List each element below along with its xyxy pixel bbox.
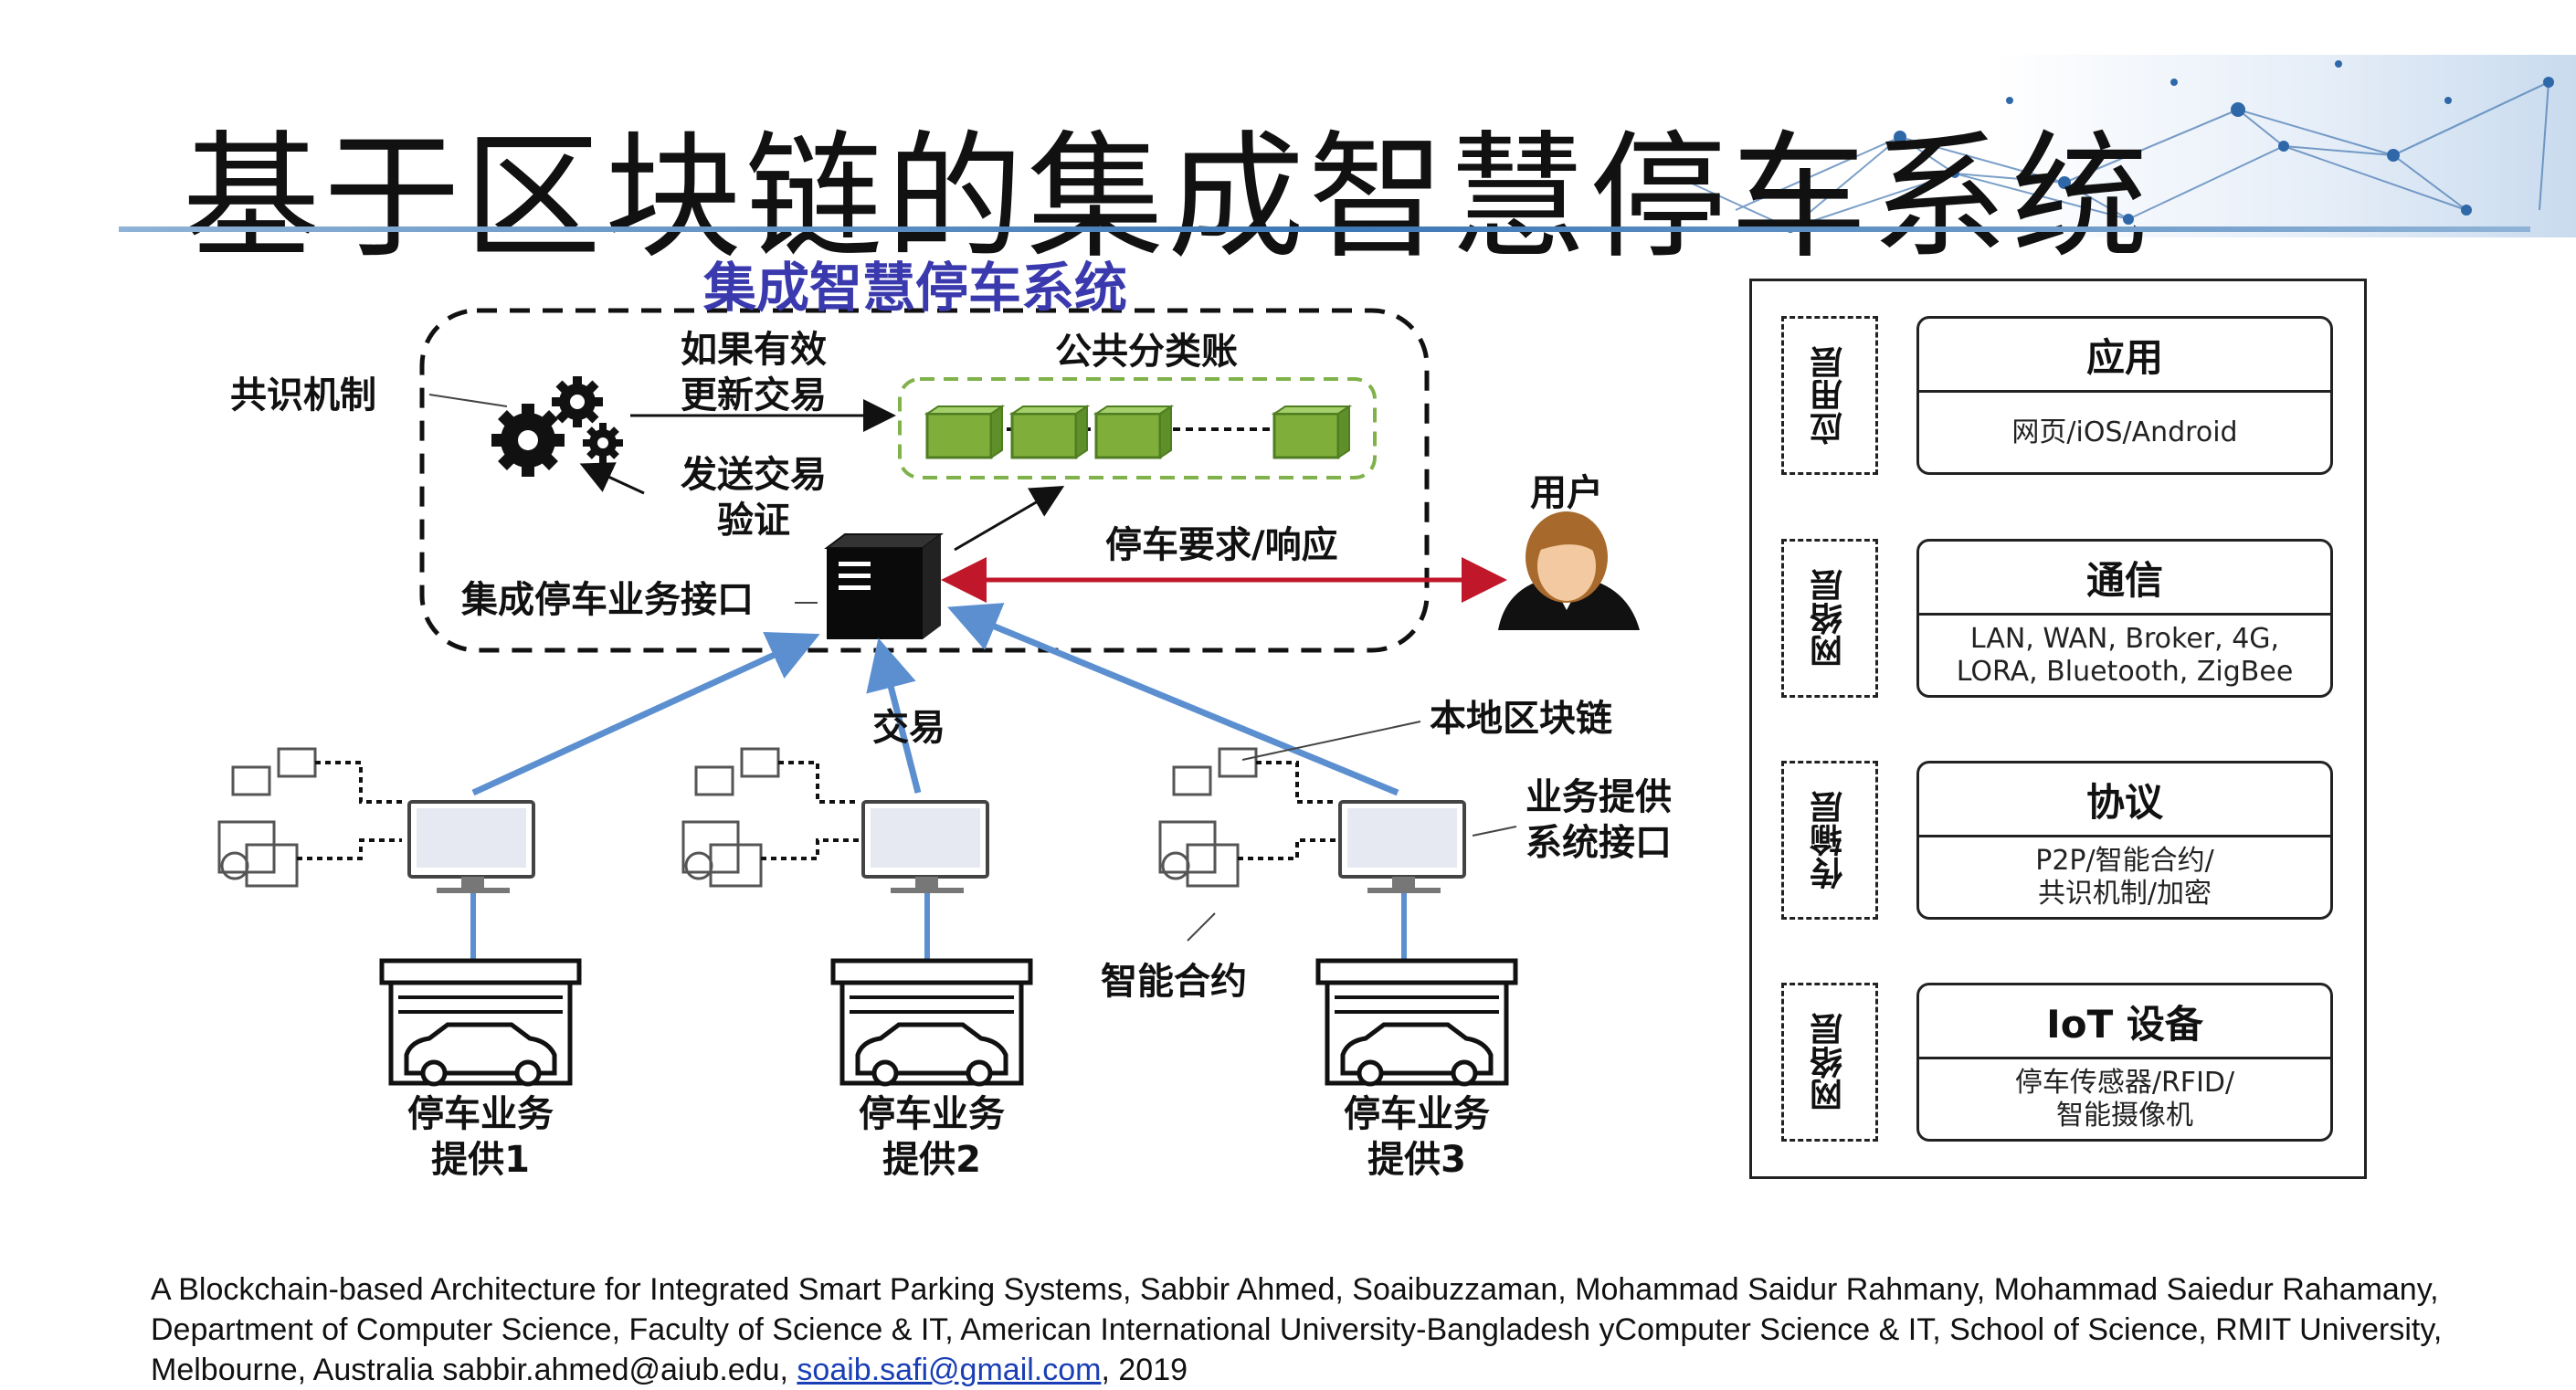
layer-application-detail: 网页/iOS/Android <box>2011 416 2238 448</box>
gears-icon <box>491 376 623 477</box>
public-ledger-label: 公共分类账 <box>1055 331 1238 373</box>
citation-email-link[interactable]: soaib.safi@gmail.com <box>797 1353 1102 1387</box>
ledger-box <box>898 377 1377 479</box>
provider-3-name: 停车业务 <box>1344 1093 1490 1135</box>
layer-protocol-detail-1: P2P/智能合约/ <box>2035 844 2214 877</box>
provider-1-id: 提供1 <box>431 1139 530 1181</box>
system-iface-label: 系统接口 <box>1526 822 1672 864</box>
parking-request-label: 停车要求/响应 <box>1105 524 1338 566</box>
layer-protocol: 协议 P2P/智能合约/ 共识机制/加密 <box>1916 761 2333 920</box>
ledger-block <box>1271 405 1353 459</box>
network-banner-graphic <box>1279 55 2576 237</box>
layer-tag-2: 网络层 <box>1781 539 1878 698</box>
consensus-label: 共识机制 <box>230 374 376 416</box>
server-icon <box>824 533 944 639</box>
interface-label: 集成停车业务接口 <box>461 579 754 621</box>
layer-protocol-title: 协议 <box>1919 763 2330 837</box>
smart-contract-label: 智能合约 <box>1101 961 1247 1003</box>
layer-communication: 通信 LAN, WAN, Broker, 4G, LORA, Bluetooth… <box>1916 539 2333 698</box>
if-valid-label: 如果有效 <box>681 329 827 371</box>
ledger-block <box>924 405 1006 459</box>
layer-communication-detail-2: LORA, Bluetooth, ZigBee <box>1956 655 2294 688</box>
layer-tag-3: 传输层 <box>1781 761 1878 920</box>
provider-3 <box>1158 747 1518 1087</box>
provider-3-id: 提供3 <box>1367 1139 1466 1181</box>
layer-communication-detail-1: LAN, WAN, Broker, 4G, <box>1969 622 2280 655</box>
layer-communication-title: 通信 <box>1919 542 2330 616</box>
provider-iface-label: 业务提供 <box>1526 776 1672 818</box>
title-divider <box>119 226 2530 232</box>
layer-application-title: 应用 <box>1919 319 2330 393</box>
provider-2-id: 提供2 <box>882 1139 981 1181</box>
layer-iot-title: IoT 设备 <box>1919 985 2330 1059</box>
citation-text: A Blockchain-based Architecture for Inte… <box>151 1272 2443 1387</box>
provider-2 <box>681 747 1033 1087</box>
page-title: 基于区块链的集成智慧停车系统 <box>183 119 2153 278</box>
local-chain-label: 本地区块链 <box>1430 698 1612 740</box>
system-title: 集成智慧停车系统 <box>703 257 1128 319</box>
layer-protocol-detail-2: 共识机制/加密 <box>2037 877 2212 910</box>
layer-iot-detail-1: 停车传感器/RFID/ <box>2014 1066 2235 1099</box>
layer-application: 应用 网页/iOS/Android <box>1916 316 2333 475</box>
update-tx-label: 更新交易 <box>681 374 827 416</box>
provider-2-name: 停车业务 <box>859 1093 1005 1135</box>
system-boundary <box>419 308 1430 653</box>
send-tx-label: 发送交易 <box>681 454 827 496</box>
provider-1 <box>217 747 582 1087</box>
ledger-block <box>1093 405 1175 459</box>
layer-iot: IoT 设备 停车传感器/RFID/ 智能摄像机 <box>1916 983 2333 1142</box>
layer-tag-4: 网络层 <box>1781 983 1878 1142</box>
ledger-block <box>1008 405 1091 459</box>
citation: A Blockchain-based Architecture for Inte… <box>151 1269 2462 1390</box>
layer-tag-1: 应用层 <box>1781 316 1878 475</box>
ledger-blocks <box>924 405 1353 459</box>
transaction-label: 交易 <box>872 707 945 749</box>
layer-iot-detail-2: 智能摄像机 <box>2056 1099 2193 1132</box>
user-avatar-icon <box>1498 511 1640 630</box>
citation-year: , 2019 <box>1101 1353 1188 1387</box>
user-label: 用户 <box>1530 472 1603 514</box>
layer-stack: 应用层 应用 网页/iOS/Android 网络层 通信 LAN, WAN, B… <box>1749 279 2367 1179</box>
provider-1-name: 停车业务 <box>407 1093 554 1135</box>
verify-label: 验证 <box>717 500 790 542</box>
